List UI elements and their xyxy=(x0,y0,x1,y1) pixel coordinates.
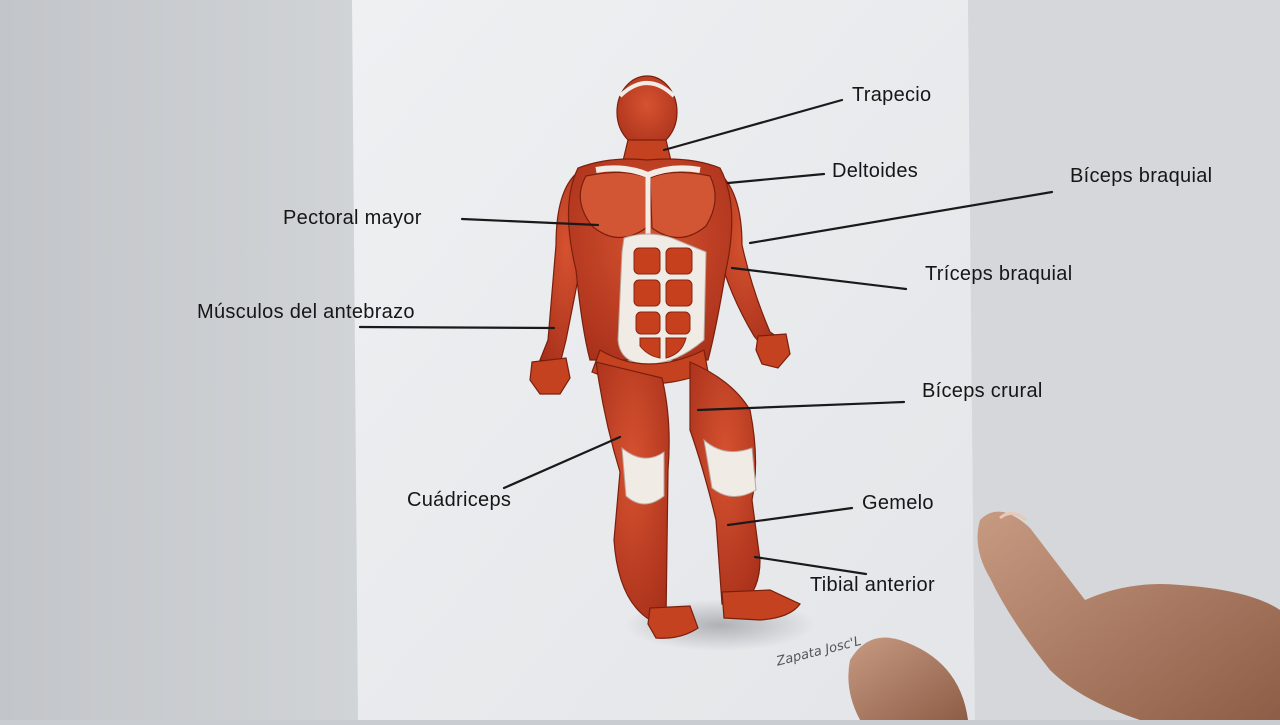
label-tibial-anterior: Tibial anterior xyxy=(810,574,935,596)
background-right xyxy=(968,0,1280,720)
leader-trapecio xyxy=(662,98,844,152)
rectus-abdominis xyxy=(633,247,693,359)
leader-pectoral-mayor xyxy=(460,217,600,227)
right-hand xyxy=(755,333,791,369)
leader-deltoides xyxy=(726,172,826,185)
left-knee xyxy=(621,446,665,505)
label-musculos-antebrazo: Músculos del antebrazo xyxy=(197,301,415,323)
clavicles xyxy=(595,165,701,179)
label-biceps-braquial: Bíceps braquial xyxy=(1070,165,1213,187)
label-gemelo: Gemelo xyxy=(862,492,934,514)
pectoral-left xyxy=(579,171,649,239)
leader-cuadriceps xyxy=(502,435,622,490)
leader-biceps-crural xyxy=(696,400,906,412)
muscle-figure xyxy=(529,75,801,639)
label-pectoral-mayor: Pectoral mayor xyxy=(283,207,422,229)
pointing-hand xyxy=(848,511,1280,720)
leader-triceps-braquial xyxy=(730,266,908,291)
leader-biceps-braquial xyxy=(748,190,1054,245)
head xyxy=(616,75,678,149)
pectoral-right xyxy=(649,171,716,239)
left-foot xyxy=(647,605,699,639)
head-tendon xyxy=(618,81,676,98)
abdominal-sheath xyxy=(617,233,707,365)
label-trapecio: Trapecio xyxy=(852,84,932,106)
leader-lines xyxy=(358,98,1054,576)
leader-gemelo xyxy=(726,506,854,527)
right-knee xyxy=(703,438,757,497)
label-cuadriceps: Cuádriceps xyxy=(407,489,512,511)
label-biceps-crural: Bíceps crural xyxy=(922,380,1043,402)
label-deltoides: Deltoides xyxy=(832,160,919,182)
right-foot xyxy=(721,589,801,621)
hand-thumb xyxy=(848,637,968,720)
leader-musculos-antebrazo xyxy=(358,325,556,330)
fingernail xyxy=(999,512,1027,522)
left-hand xyxy=(529,357,571,395)
hand-index-finger xyxy=(977,511,1280,720)
label-triceps-braquial: Tríceps braquial xyxy=(925,263,1073,285)
leader-tibial-anterior xyxy=(753,555,868,576)
